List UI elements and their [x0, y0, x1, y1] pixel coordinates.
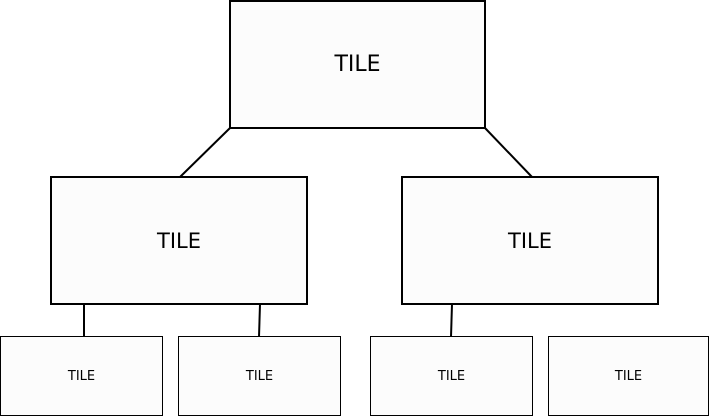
tile-right-left-label: TILE: [437, 368, 466, 384]
tile-left-right: TILE: [178, 336, 341, 416]
tile-root-label: TILE: [334, 52, 381, 77]
tile-left-left: TILE: [0, 336, 163, 416]
tile-right-right: TILE: [548, 336, 709, 416]
tile-right-right-label: TILE: [614, 368, 643, 384]
connector-root-right: [484, 127, 533, 178]
tile-root: TILE: [229, 0, 486, 129]
tile-right-left: TILE: [370, 336, 533, 416]
connector-right-leftchild: [450, 303, 453, 338]
connector-root-left: [179, 127, 231, 178]
tile-left-right-label: TILE: [245, 368, 274, 384]
tile-right: TILE: [401, 176, 659, 305]
tile-right-label: TILE: [508, 228, 552, 253]
tile-left-label: TILE: [157, 228, 201, 253]
connector-left-rightchild: [258, 303, 261, 338]
tile-left-left-label: TILE: [67, 368, 96, 384]
tile-left: TILE: [50, 176, 308, 305]
